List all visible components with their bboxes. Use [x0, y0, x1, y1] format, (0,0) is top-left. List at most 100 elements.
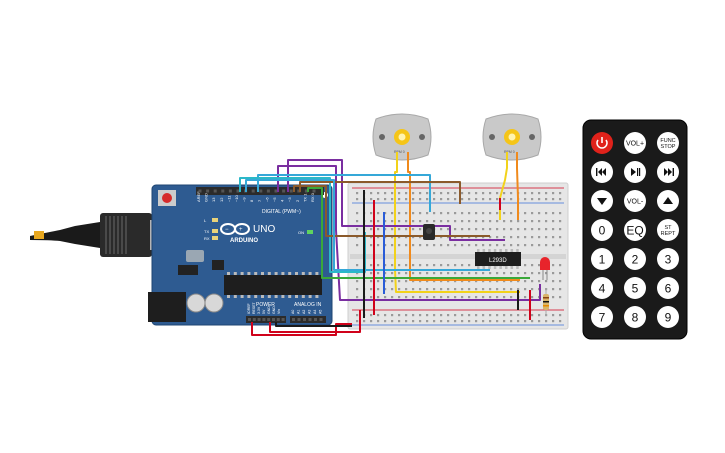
remote-button-0[interactable]: 0 [591, 219, 613, 241]
remote-button-9[interactable]: 9 [657, 306, 679, 328]
power-pin[interactable] [276, 318, 280, 321]
remote-button-label: VOL- [627, 199, 644, 206]
power-pin[interactable] [252, 318, 256, 321]
wire-purple-2[interactable] [277, 165, 541, 301]
header-pin[interactable] [304, 189, 308, 193]
power-pin[interactable] [257, 318, 261, 321]
remote-button-power[interactable] [591, 132, 613, 154]
analog-pin[interactable] [314, 318, 317, 321]
digital-header-label: DIGITAL (PWM~) [262, 209, 301, 215]
red-led[interactable] [540, 257, 550, 280]
remote-button-8[interactable]: 8 [624, 306, 646, 328]
header-pin[interactable] [312, 189, 316, 193]
power-pin[interactable] [281, 318, 285, 321]
remote-button-prev[interactable] [591, 161, 613, 183]
power-pin[interactable] [267, 318, 271, 321]
power-pin-label: GND [272, 306, 276, 314]
remote-button-3[interactable]: 3 [657, 248, 679, 270]
analog-pin[interactable] [319, 318, 323, 321]
analog-header [290, 316, 326, 323]
resistor[interactable] [543, 288, 549, 316]
remote-button-eq[interactable]: EQ [624, 219, 646, 241]
header-pin[interactable] [251, 189, 255, 193]
remote-button-label: 0 [599, 223, 606, 237]
remote-button-down[interactable] [591, 190, 613, 212]
remote-button-label: 4 [599, 281, 606, 295]
header-pin[interactable] [274, 189, 278, 193]
wire-yellow[interactable] [394, 152, 520, 293]
remote-button-next[interactable] [657, 161, 679, 183]
wire-purple-1[interactable] [287, 159, 505, 241]
remote-button-label: 1 [599, 252, 606, 266]
header-pin[interactable] [266, 189, 270, 193]
ir-receiver[interactable] [423, 224, 435, 240]
header-pin[interactable] [228, 189, 232, 193]
wire-orange-2[interactable] [516, 152, 519, 220]
remote-button-label: EQ [626, 223, 643, 237]
remote-button-5[interactable]: 5 [624, 277, 646, 299]
top-pin-label: ~3 [287, 197, 292, 202]
wire-black[interactable] [275, 322, 352, 327]
remote-button-label: 5 [632, 281, 639, 295]
power-pin[interactable] [262, 318, 266, 321]
breadboard[interactable] [347, 182, 569, 330]
top-pin-label: ~9 [242, 197, 247, 202]
reset-button[interactable] [162, 193, 172, 203]
wire-brown-2[interactable] [293, 185, 490, 237]
header-pin[interactable] [259, 189, 263, 193]
top-pin-label: 4 [280, 199, 285, 202]
remote-button-up[interactable] [657, 190, 679, 212]
remote-button-label: 8 [632, 310, 639, 324]
remote-button-vol-[interactable]: VOL+ [624, 132, 646, 154]
remote-button-6[interactable]: 6 [657, 277, 679, 299]
wire-lightblue-2[interactable] [245, 179, 490, 271]
remote-button-label: 7 [599, 310, 606, 324]
header-pin[interactable] [297, 189, 301, 193]
on-led-label: ON [298, 230, 304, 235]
analog-pin[interactable] [303, 318, 306, 321]
header-pin[interactable] [221, 189, 225, 193]
top-pin-label: AREF [196, 191, 201, 202]
header-pin[interactable] [289, 189, 293, 193]
wire-red-2[interactable] [251, 322, 352, 336]
power-pin[interactable] [272, 318, 275, 321]
header-pin[interactable] [198, 189, 202, 193]
power-pin[interactable] [248, 318, 251, 321]
analog-pin[interactable] [292, 318, 295, 321]
down-arrow-icon [597, 198, 607, 205]
header-pin[interactable] [213, 189, 217, 193]
analog-pin-label: A5 [319, 310, 323, 314]
header-pin[interactable] [236, 189, 240, 193]
dc-motor-1[interactable]: RPM 0 [372, 113, 432, 161]
power-pin-label: 3.3V [257, 306, 261, 314]
analog-pin-label: A3 [308, 310, 312, 314]
remote-button-1[interactable]: 1 [591, 248, 613, 270]
top-pin-label: ~5 [272, 197, 277, 202]
wire-lightblue[interactable] [257, 174, 431, 212]
svg-text:+: + [239, 227, 243, 233]
wire-green[interactable] [307, 187, 530, 279]
analog-pin-label: A0 [291, 310, 295, 314]
dc-motor-2[interactable]: RPM 0 [482, 113, 542, 161]
remote-button-play-pause[interactable] [624, 161, 646, 183]
remote-button-label: 2 [632, 252, 639, 266]
remote-button-4[interactable]: 4 [591, 277, 613, 299]
remote-button-label: ST [664, 225, 672, 231]
remote-button-7[interactable]: 7 [591, 306, 613, 328]
driver-ic[interactable]: L293D [475, 249, 521, 269]
analog-pin[interactable] [308, 318, 312, 321]
analog-pin[interactable] [297, 318, 301, 321]
header-pin[interactable] [206, 189, 210, 193]
remote-button-label: 9 [665, 310, 672, 324]
motor-2-rpm: RPM 0 [504, 150, 515, 154]
wire-red[interactable] [269, 310, 361, 333]
header-pin[interactable] [282, 189, 286, 193]
remote-button-2[interactable]: 2 [624, 248, 646, 270]
remote-button-vol-[interactable]: VOL- [624, 190, 646, 212]
analog-pin-label: A4 [313, 310, 317, 314]
wire-orange[interactable] [407, 152, 520, 281]
